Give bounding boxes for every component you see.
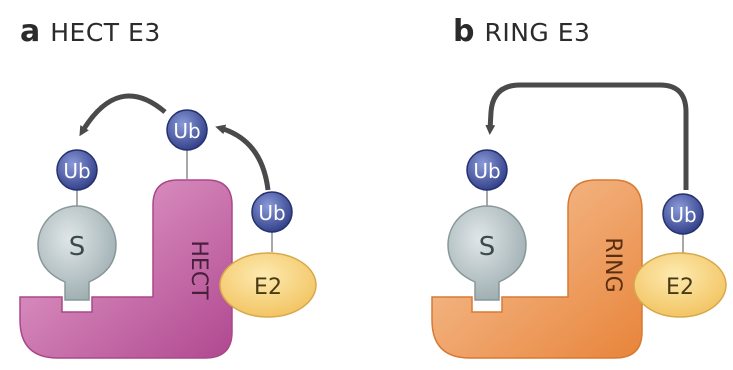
arrow-hect-to-substrate <box>79 93 167 137</box>
ub-label-e2-b: Ub <box>669 203 696 227</box>
panel-b-letter: b <box>453 14 475 49</box>
ub-label-e2-a: Ub <box>258 201 285 225</box>
panel-a: S HECT E2 Ub Ub Ub <box>19 93 317 359</box>
panel-b-name: RING E3 <box>484 18 591 47</box>
panel-a-title: a HECT E3 <box>20 14 161 49</box>
ub-e2-b <box>662 193 704 235</box>
ub-substrate-b <box>466 149 508 191</box>
ring-label: RING <box>600 237 625 292</box>
panel-a-name: HECT E3 <box>50 18 161 47</box>
panel-b-title: b RING E3 <box>453 14 590 49</box>
ub-label-substrate-a: Ub <box>63 159 90 183</box>
panel-a-letter: a <box>20 14 41 49</box>
arrow-e2-to-substrate <box>485 82 689 190</box>
panel-b: S RING E2 Ub Ub <box>431 82 727 359</box>
ring-e3-body <box>431 179 643 359</box>
substrate-label-a: S <box>69 232 86 262</box>
substrate-a <box>37 205 117 301</box>
e2-label-a: E2 <box>254 275 282 300</box>
substrate-b <box>447 205 527 301</box>
hect-e3-body <box>19 179 233 359</box>
ub-label-hect: Ub <box>173 119 200 143</box>
e2-a <box>219 252 317 318</box>
ub-hect <box>166 109 208 151</box>
e2-label-b: E2 <box>666 275 694 300</box>
ub-label-substrate-b: Ub <box>473 159 500 183</box>
arrow-e2-to-hect <box>215 124 271 191</box>
ub-e2-a <box>251 191 293 233</box>
substrate-label-b: S <box>479 232 496 262</box>
ub-substrate-a <box>56 149 98 191</box>
e2-b <box>633 252 727 318</box>
hect-label: HECT <box>186 240 211 300</box>
